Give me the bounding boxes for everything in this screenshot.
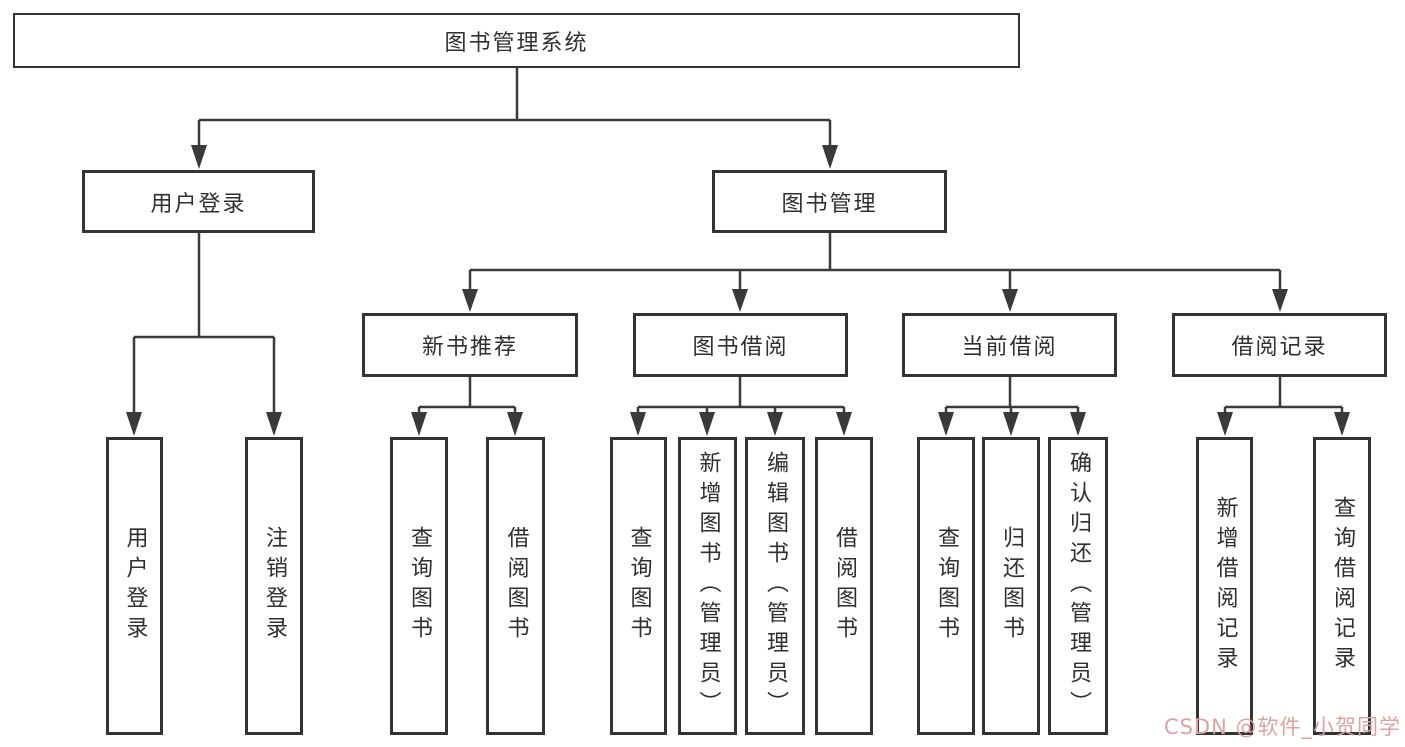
leaf-user-login: 用户登录: [106, 437, 163, 735]
leaf-logout: 注销登录: [245, 437, 303, 735]
node-borrowing-records: 借阅记录: [1172, 313, 1387, 377]
leaf-br-add-record: 新增借阅记录: [1196, 437, 1253, 735]
leaf-cb-query-books: 查询图书: [917, 437, 975, 735]
leaf-bb-edit-books-admin: 编辑图书（管理员）: [745, 437, 805, 735]
leaf-cb-confirm-return-admin: 确认归还（管理员）: [1048, 437, 1108, 735]
node-new-book-recommendation: 新书推荐: [362, 313, 578, 377]
leaf-bb-query-books: 查询图书: [610, 437, 667, 735]
leaf-nbr-query-books: 查询图书: [390, 437, 448, 735]
node-root: 图书管理系统: [13, 13, 1020, 68]
leaf-cb-return-books: 归还图书: [982, 437, 1040, 735]
node-book-borrowing: 图书借阅: [633, 313, 848, 377]
node-book-management: 图书管理: [712, 170, 947, 233]
leaf-bb-add-books-admin: 新增图书（管理员）: [678, 437, 737, 735]
leaf-nbr-borrow-books: 借阅图书: [486, 437, 545, 735]
node-user-login: 用户登录: [82, 170, 315, 233]
node-current-borrowing: 当前借阅: [902, 313, 1117, 377]
leaf-bb-borrow-books: 借阅图书: [815, 437, 873, 735]
leaf-br-query-record: 查询借阅记录: [1313, 437, 1371, 735]
